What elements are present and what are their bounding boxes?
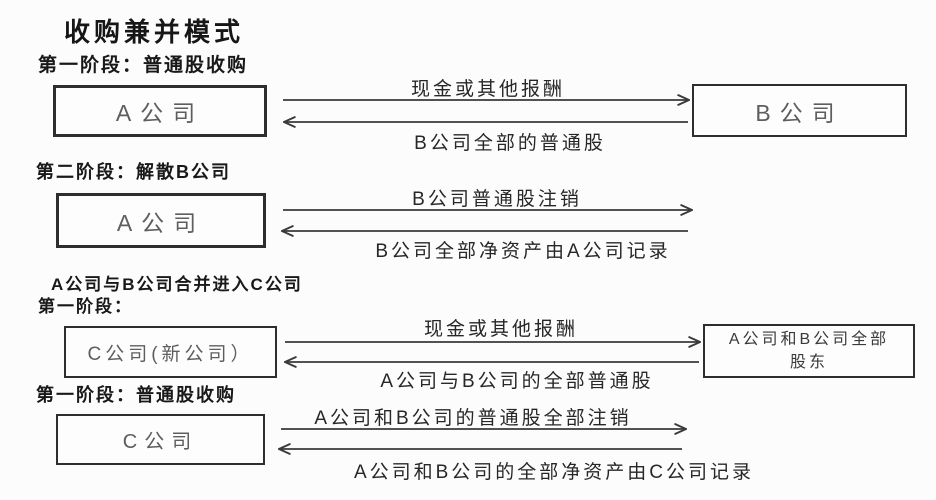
stage3-header-line2: 第一阶段： [38, 297, 133, 316]
page-title: 收购兼并模式 [64, 17, 245, 47]
stage3-arrow-right-label: 现金或其他报酬 [423, 319, 579, 340]
stage4-arrow-left-label: A公司和B公司的全部净资产由C公司记录 [353, 462, 755, 483]
stage4-header: 第一阶段：普通股收购 [36, 385, 236, 405]
stage3-header-line1: A公司与B公司合并进入C公司 [51, 275, 303, 294]
stage2-arrow-left-label: B公司全部净资产由A公司记录 [375, 241, 671, 262]
stage3-company-c-box: C公司(新公司） [64, 326, 277, 378]
stage2-arrow-right-label: B公司普通股注销 [412, 189, 582, 210]
stage1-arrow-left-label: B公司全部的普通股 [414, 133, 606, 154]
stage1-header: 第一阶段：普通股收购 [38, 55, 249, 76]
stage2-header: 第二阶段：解散B公司 [36, 162, 231, 182]
stage1-arrow-right-label: 现金或其他报酬 [410, 79, 566, 100]
stage3-shareholders-box: A公司和B公司全部股东 [703, 324, 915, 378]
stage4-company-c-box: C公司 [56, 414, 265, 465]
stage3-arrow-left-label: A公司与B公司的全部普通股 [380, 371, 654, 392]
stage4-arrow-right-label: A公司和B公司的普通股全部注销 [314, 408, 632, 429]
stage2-company-a-box: A公司 [56, 193, 266, 248]
stage1-company-b-box: B公司 [692, 84, 907, 137]
stage1-company-a-box: A公司 [53, 85, 267, 137]
